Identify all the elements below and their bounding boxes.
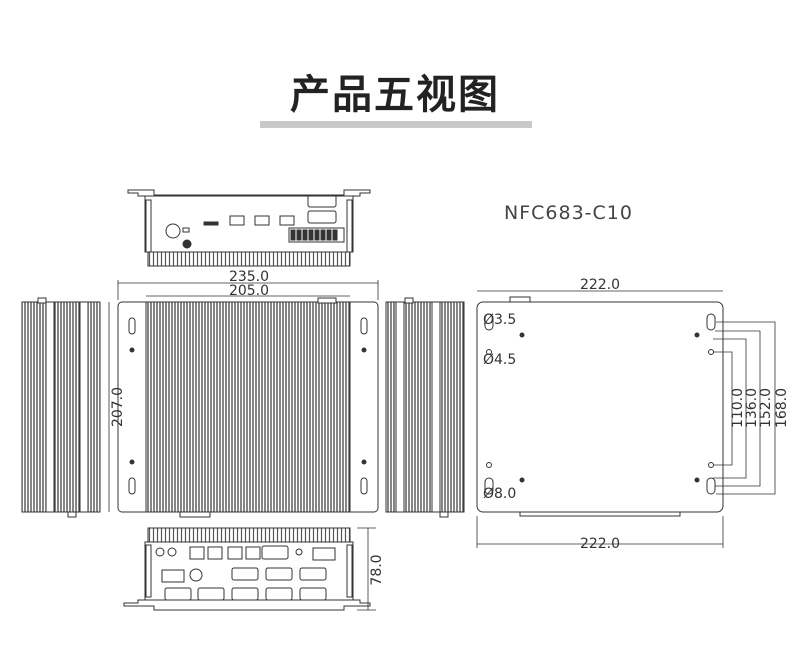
power-button-icon (165, 223, 181, 239)
dim-plate-width-bottom: 222.0 (580, 536, 620, 552)
rear-fins (147, 251, 351, 267)
left-side-view (21, 297, 101, 518)
rear-panel-view (127, 189, 371, 267)
dim-hole-medium: Ø4.5 (483, 352, 516, 368)
dim-spacing-110: 110.0 (730, 388, 746, 428)
dim-spacing-168: 168.0 (774, 388, 790, 428)
front-fins (147, 527, 351, 543)
dim-top-outer: 235.0 (229, 269, 269, 285)
dim-spacing-152: 152.0 (758, 388, 774, 428)
dim-height: 207.0 (110, 387, 126, 427)
top-view (108, 280, 379, 518)
dim-hole-large: Ø8.0 (483, 486, 516, 502)
top-fins (145, 301, 351, 513)
dim-plate-width-top: 222.0 (580, 277, 620, 293)
rear-panel-body (144, 195, 354, 253)
dim-front-height: 78.0 (369, 554, 385, 585)
model-label: NFC683-C10 (504, 202, 633, 224)
bottom-plate (476, 301, 724, 513)
dim-hole-small: Ø3.5 (483, 312, 516, 328)
dim-spacing-136: 136.0 (744, 388, 760, 428)
right-side-view (385, 297, 465, 518)
front-panel-view (123, 527, 376, 611)
dim-top-inner: 205.0 (229, 283, 269, 299)
bottom-plate-view (476, 290, 776, 548)
title-underline (260, 121, 532, 128)
usb-port-icon (229, 215, 245, 226)
page-title: 产品五视图 (290, 72, 500, 118)
